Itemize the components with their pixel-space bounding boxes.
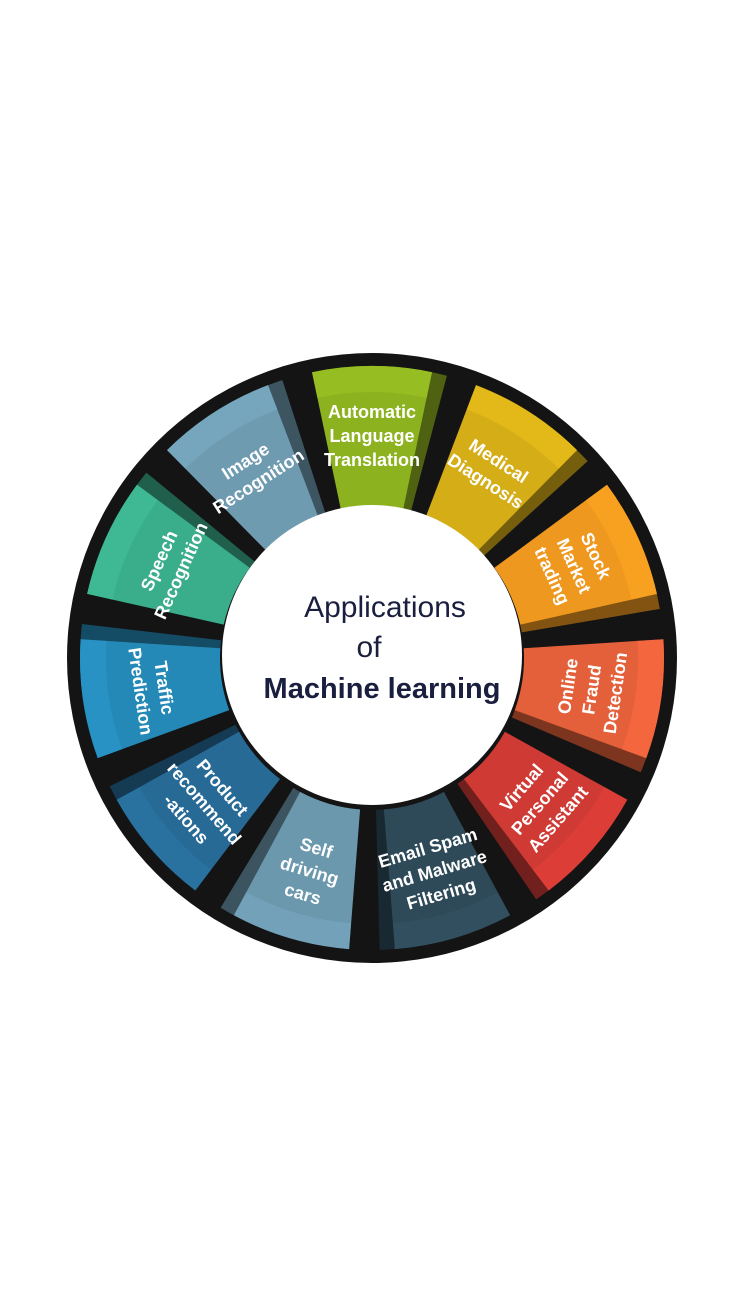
- segment-highlight: [233, 892, 352, 950]
- segment-highlight: [392, 892, 511, 950]
- center-hole: [222, 505, 522, 805]
- segment-label-line: Automatic: [328, 402, 416, 422]
- center-title-line-1: Applications: [304, 591, 466, 624]
- segment-speech-recognition: SpeechRecognition: [87, 472, 255, 625]
- segment-highlight: [466, 385, 577, 469]
- center-title-line-3: Machine learning: [264, 673, 501, 705]
- segment-stock-market-trading: StockMarkettrading: [494, 484, 660, 633]
- segment-face: [312, 365, 432, 510]
- segment-medical-diagnosis: MedicalDiagnosis: [426, 385, 588, 556]
- segment-highlight: [167, 385, 278, 469]
- segment-label-line: Translation: [324, 450, 420, 470]
- segment-face: [514, 639, 665, 759]
- segment-highlight: [312, 365, 432, 398]
- segment-virtual-personal-assistant: VirtualPersonalAssistant: [457, 731, 628, 900]
- segment-highlight: [621, 639, 665, 759]
- segment-highlight: [79, 639, 123, 759]
- segment-highlight: [586, 484, 657, 600]
- segment-highlight: [87, 484, 158, 600]
- segment-self-driving-cars: Selfdrivingcars: [220, 788, 361, 950]
- center-title-line-2: of: [356, 631, 382, 664]
- segment-face: [79, 639, 230, 759]
- segment-product-recommendations: Productrecommend-ations: [109, 724, 280, 891]
- segment-label-line: Language: [329, 426, 414, 446]
- center-title: Applications of Machine learning: [264, 591, 501, 705]
- segment-image-recognition: ImageRecognition: [167, 380, 326, 550]
- segment-highlight: [116, 787, 212, 891]
- segment-traffic-prediction: TrafficPrediction: [79, 624, 230, 759]
- segment-email-spam-malware-filtering: Email Spamand MalwareFiltering: [376, 791, 511, 950]
- segment-highlight: [532, 787, 628, 891]
- segment-online-fraud-detection: OnlineFraudDetection: [511, 639, 665, 773]
